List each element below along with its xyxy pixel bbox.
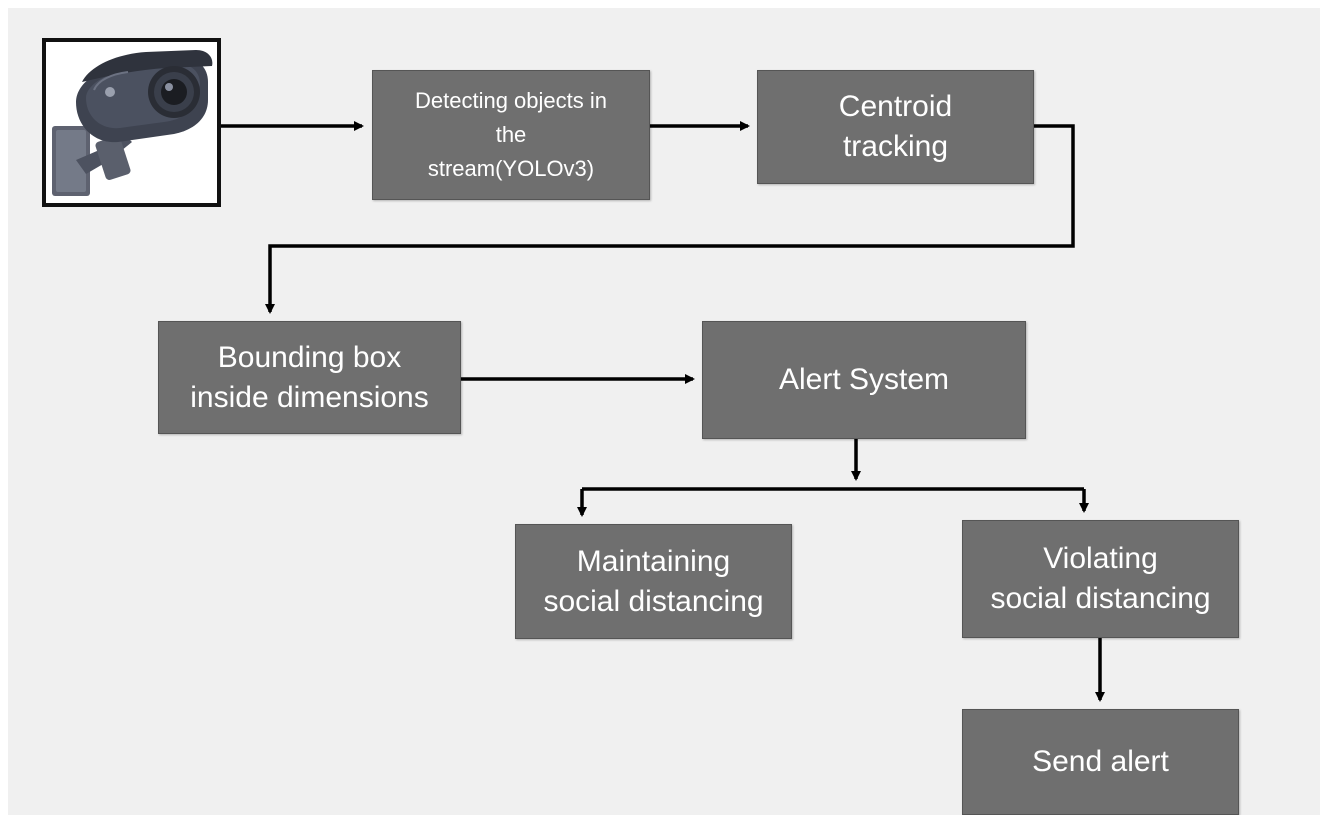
- send-alert-label: Send alert: [1032, 745, 1169, 779]
- maintaining-distancing-label: Maintaining social distancing: [543, 544, 764, 618]
- violating-distancing-node: Violating social distancing: [962, 520, 1239, 638]
- alert-system-node: Alert System: [702, 321, 1026, 439]
- send-alert-node: Send alert: [962, 709, 1239, 815]
- maintaining-distancing-node: Maintaining social distancing: [515, 524, 792, 639]
- centroid-tracking-label: Centroid tracking: [838, 90, 953, 163]
- detecting-objects-node: Detecting objects in the stream(YOLOv3): [372, 70, 650, 200]
- bounding-box-label: Bounding box inside dimensions: [190, 340, 429, 414]
- security-camera-icon: [46, 42, 217, 203]
- detecting-objects-label: Detecting objects in the stream(YOLOv3): [415, 87, 607, 182]
- violating-distancing-label: Violating social distancing: [990, 542, 1211, 615]
- centroid-tracking-node: Centroid tracking: [757, 70, 1034, 184]
- alert-system-label: Alert System: [778, 363, 950, 397]
- bounding-box-node: Bounding box inside dimensions: [158, 321, 461, 434]
- camera-image-frame: [42, 38, 221, 207]
